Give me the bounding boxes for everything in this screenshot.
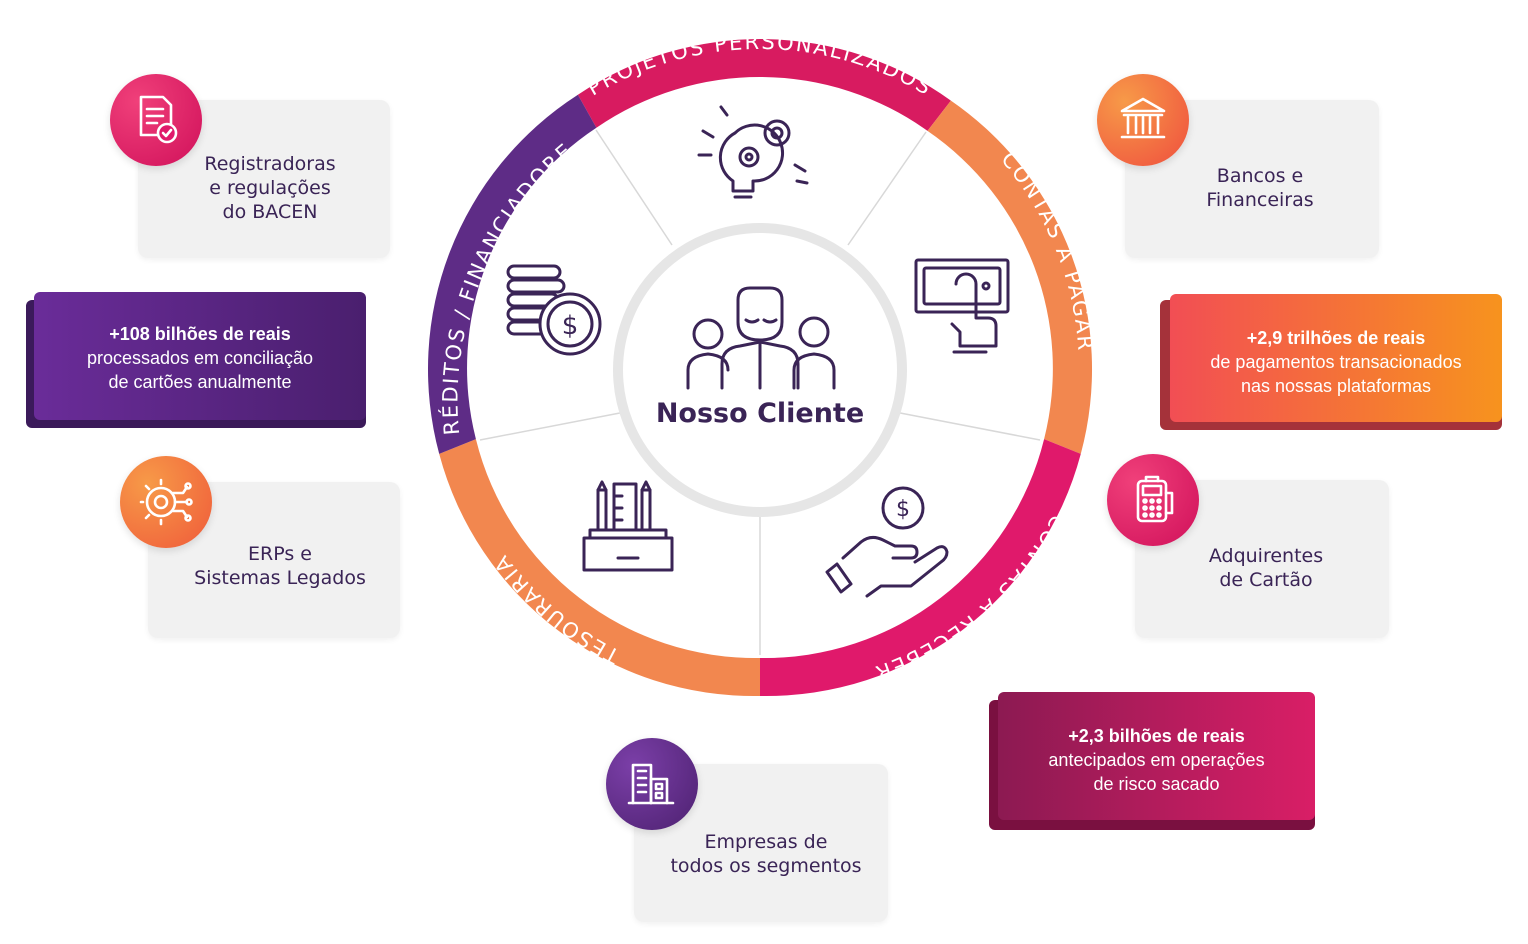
- card-text-registradoras: Registradoras e regulações do BACEN: [204, 153, 336, 223]
- badge-bancos: [1097, 74, 1189, 166]
- stat-pagamentos-body: de pagamentos transacionados nas nossas …: [1210, 352, 1462, 396]
- card-text-erps: ERPs e Sistemas Legados: [194, 543, 366, 589]
- desk-organizer-icon: [582, 480, 674, 572]
- card-text-bancos: Bancos e Financeiras: [1206, 165, 1314, 211]
- ring-segment-contas-a-pagar: [927, 100, 1093, 454]
- svg-text:$: $: [562, 311, 579, 341]
- badge-erps: [120, 456, 212, 548]
- badge-empresas: [606, 738, 698, 830]
- stat-conciliacao: +108 bilhões de reais processados em con…: [34, 292, 366, 420]
- stat-conciliacao-body: processados em conciliação de cartões an…: [86, 348, 314, 392]
- coin-stack-icon: $: [506, 264, 602, 356]
- badge-adquirentes: [1107, 454, 1199, 546]
- ring-segment-creditos: [427, 94, 597, 454]
- badge-registradoras: [110, 74, 202, 166]
- lightbulb-gears-icon: [697, 105, 809, 199]
- card-text-adquirentes: Adquirentes de Cartão: [1208, 545, 1324, 591]
- stat-risco-body: antecipados em operações de risco sacado: [1048, 750, 1265, 794]
- stat-risco-highlight: +2,3 bilhões de reais: [1068, 726, 1245, 746]
- stat-pagamentos: +2,9 trilhões de reais de pagamentos tra…: [1170, 294, 1502, 422]
- ring-segment-tesouraria: [439, 439, 760, 697]
- card-text-empresas: Empresas de todos os segmentos: [670, 831, 862, 877]
- center-title: Nosso Cliente: [655, 398, 865, 429]
- stat-conciliacao-highlight: +108 bilhões de reais: [109, 324, 291, 344]
- document-check-icon: [139, 95, 178, 144]
- office-building-icon: [627, 763, 675, 805]
- ring-segment-contas-a-receber: [760, 439, 1081, 697]
- card-machine-icon: [1136, 475, 1174, 523]
- svg-text:$: $: [896, 497, 910, 522]
- ring-segment-projetos: [577, 39, 951, 131]
- stat-pagamentos-highlight: +2,9 trilhões de reais: [1246, 328, 1426, 348]
- gear-circuit-icon: [139, 478, 193, 526]
- hand-banknote-icon: [914, 258, 1010, 354]
- stat-risco: +2,3 bilhões de reais antecipados em ope…: [998, 692, 1315, 820]
- hand-dollar-coin-icon: $: [825, 486, 949, 598]
- client-group-icon: [686, 286, 836, 390]
- wheel-dividers: [479, 129, 1041, 655]
- bank-building-icon: [1120, 97, 1166, 139]
